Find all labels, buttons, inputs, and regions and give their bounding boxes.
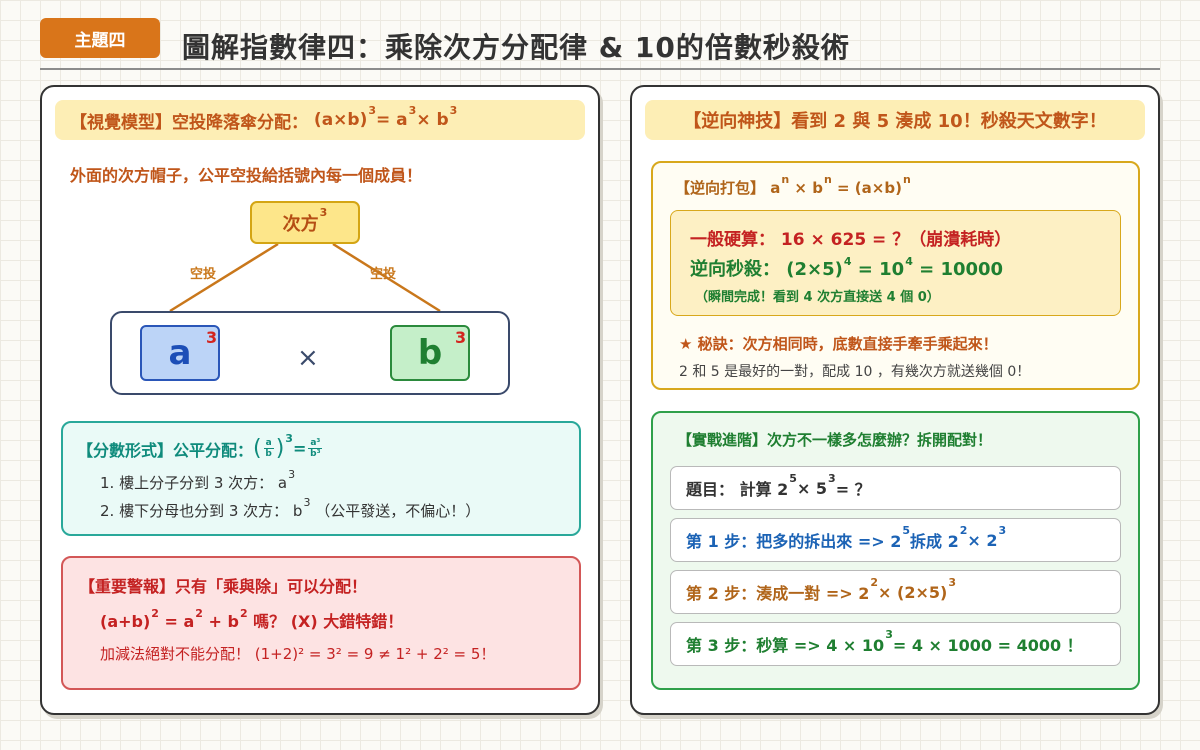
airdrop-label-left: 空投 — [190, 267, 217, 282]
secret-tip: ★ 秘訣：次方相同時，底數直接手牽手乘起來！ — [679, 335, 998, 353]
warning-counter-example: 加減法絕對不能分配！ (1+2)² = 3² = 9 ≠ 1² + 2² = 5… — [100, 645, 496, 663]
practice-title: 【實戰進階】次方不一樣多怎麼辦？拆開配對！ — [677, 431, 993, 449]
pair-note: 2 和 5 是最好的一對，配成 10 ，有幾次方就送幾個 0！ — [679, 364, 1031, 380]
times-sign: × — [297, 343, 319, 373]
fast-calc-line: 逆向秒殺： (2×5)4 = 104 = 10000 — [690, 255, 1004, 280]
fast-calc-note: （瞬間完成！看到 4 次方直接送 4 個 0） — [695, 290, 940, 305]
fraction-rule-denominator: 2. 樓下分母也分到 3 次方： b3 （公平發送，不偏心！） — [100, 496, 481, 520]
variable-b-exponent: 3 — [455, 328, 467, 347]
fraction-form-card — [61, 421, 581, 536]
intro-text: 外面的次方帽子，公平空投給括號內每一個成員！ — [70, 166, 423, 185]
header-divider — [40, 68, 1160, 70]
topic-badge: 主題四 — [40, 18, 160, 58]
page-title: 圖解指數律四：乘除次方分配律 & 10的倍數秒殺術 — [182, 31, 850, 64]
warning-title: 【重要警報】只有「乘與除」可以分配！ — [79, 577, 368, 596]
variable-a-exponent: 3 — [206, 328, 218, 347]
variable-b-box: b — [390, 325, 470, 381]
airdrop-label-right: 空投 — [370, 267, 397, 282]
variable-a-box: a — [140, 325, 220, 381]
hard-calc-line: 一般硬算： 16 × 625 = ？（崩潰耗時） — [690, 230, 1012, 250]
fraction-rule-numerator: 1. 樓上分子分到 3 次方： a3 — [100, 468, 296, 492]
warning-card — [61, 556, 581, 690]
reverse-packing-title: 【逆向打包】 an × bn = (a×b)n — [675, 173, 911, 197]
calc-comparison-box — [670, 210, 1121, 316]
reverse-trick-banner: 【逆向神技】看到 2 與 5 湊成 10！秒殺天文數字！ — [645, 100, 1145, 140]
warning-wrong-example: (a+b)2 = a2 + b2 嗎？ (X) 大錯特錯！ — [100, 607, 404, 631]
